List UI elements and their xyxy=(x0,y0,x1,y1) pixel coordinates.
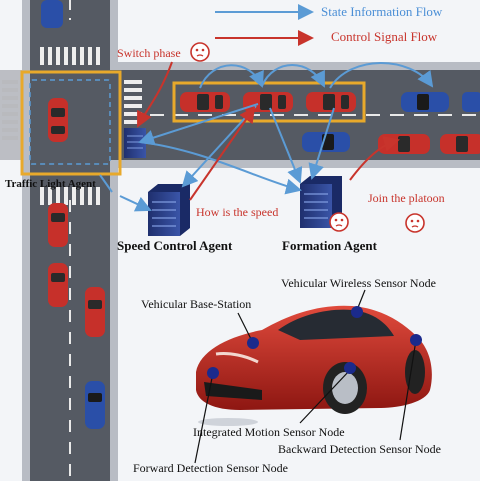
platoon-zone xyxy=(172,81,366,123)
backward-node-dot xyxy=(410,334,422,346)
thinking-icon-speed xyxy=(329,212,349,232)
join-platoon-note: Join the platoon xyxy=(368,191,445,205)
server-speed-control xyxy=(148,184,190,236)
wireless-node-label: Vehicular Wireless Sensor Node xyxy=(281,276,436,290)
switch-phase-note: Switch phase xyxy=(117,46,181,60)
motion-node-dot xyxy=(344,362,356,374)
forward-node-dot xyxy=(207,367,219,379)
formation-agent-label: Formation Agent xyxy=(282,238,377,253)
thinking-icon-switch xyxy=(190,42,210,62)
speed-question-note: How is the speed xyxy=(196,205,279,219)
speed-control-agent-label: Speed Control Agent xyxy=(117,238,233,253)
sensor-nodes xyxy=(207,306,422,379)
legend-state-label: State Information Flow xyxy=(321,4,443,19)
forward-node-label: Forward Detection Sensor Node xyxy=(133,461,288,475)
backward-node-label: Backward Detection Sensor Node xyxy=(278,442,441,456)
legend-control-label: Control Signal Flow xyxy=(331,29,438,44)
motion-node-label: Integrated Motion Sensor Node xyxy=(193,425,345,439)
thinking-icon-join xyxy=(405,213,425,233)
traffic-light-agent-label: Traffic Light Agent xyxy=(5,178,96,190)
traffic-light-zone xyxy=(20,70,122,176)
vehicles xyxy=(41,0,480,429)
base-station-dot xyxy=(247,337,259,349)
server-formation xyxy=(300,176,342,228)
base-station-label: Vehicular Base-Station xyxy=(141,297,252,311)
wireless-node-dot xyxy=(351,306,363,318)
sports-car-illustration xyxy=(196,305,432,426)
